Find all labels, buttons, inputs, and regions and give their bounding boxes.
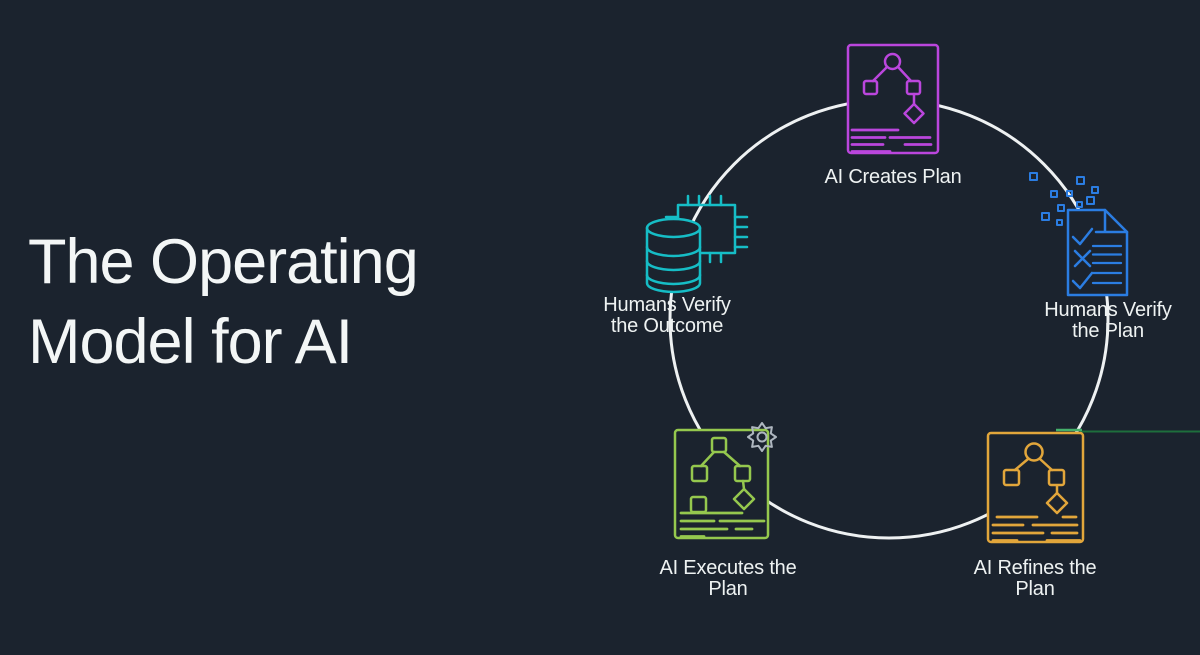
database-cylinder bbox=[645, 217, 702, 294]
flowchart-document-icon bbox=[986, 431, 1085, 544]
slide-title-line2: Model for AI bbox=[28, 307, 353, 377]
node-label-humans-verify-plan: Humans Verify the Plan bbox=[1044, 299, 1172, 342]
pixel-squares bbox=[1029, 172, 1099, 226]
slide-title: The Operating Model for AI bbox=[28, 222, 419, 382]
flowchart-document-icon bbox=[846, 43, 940, 155]
gear-icon bbox=[747, 422, 777, 452]
flowchart-document-gear-icon bbox=[673, 422, 777, 540]
slide-title-line1: The Operating bbox=[28, 227, 419, 297]
checklist-document-icon bbox=[1029, 172, 1129, 297]
node-label-ai-refines-plan: AI Refines the Plan bbox=[973, 557, 1097, 600]
node-label-humans-verify-outcome: Humans Verify the Outcome bbox=[603, 294, 731, 337]
node-label-ai-executes-plan: AI Executes the Plan bbox=[659, 557, 797, 600]
node-label-ai-creates-plan: AI Creates Plan bbox=[824, 166, 962, 188]
database-chip-icon bbox=[645, 194, 749, 294]
